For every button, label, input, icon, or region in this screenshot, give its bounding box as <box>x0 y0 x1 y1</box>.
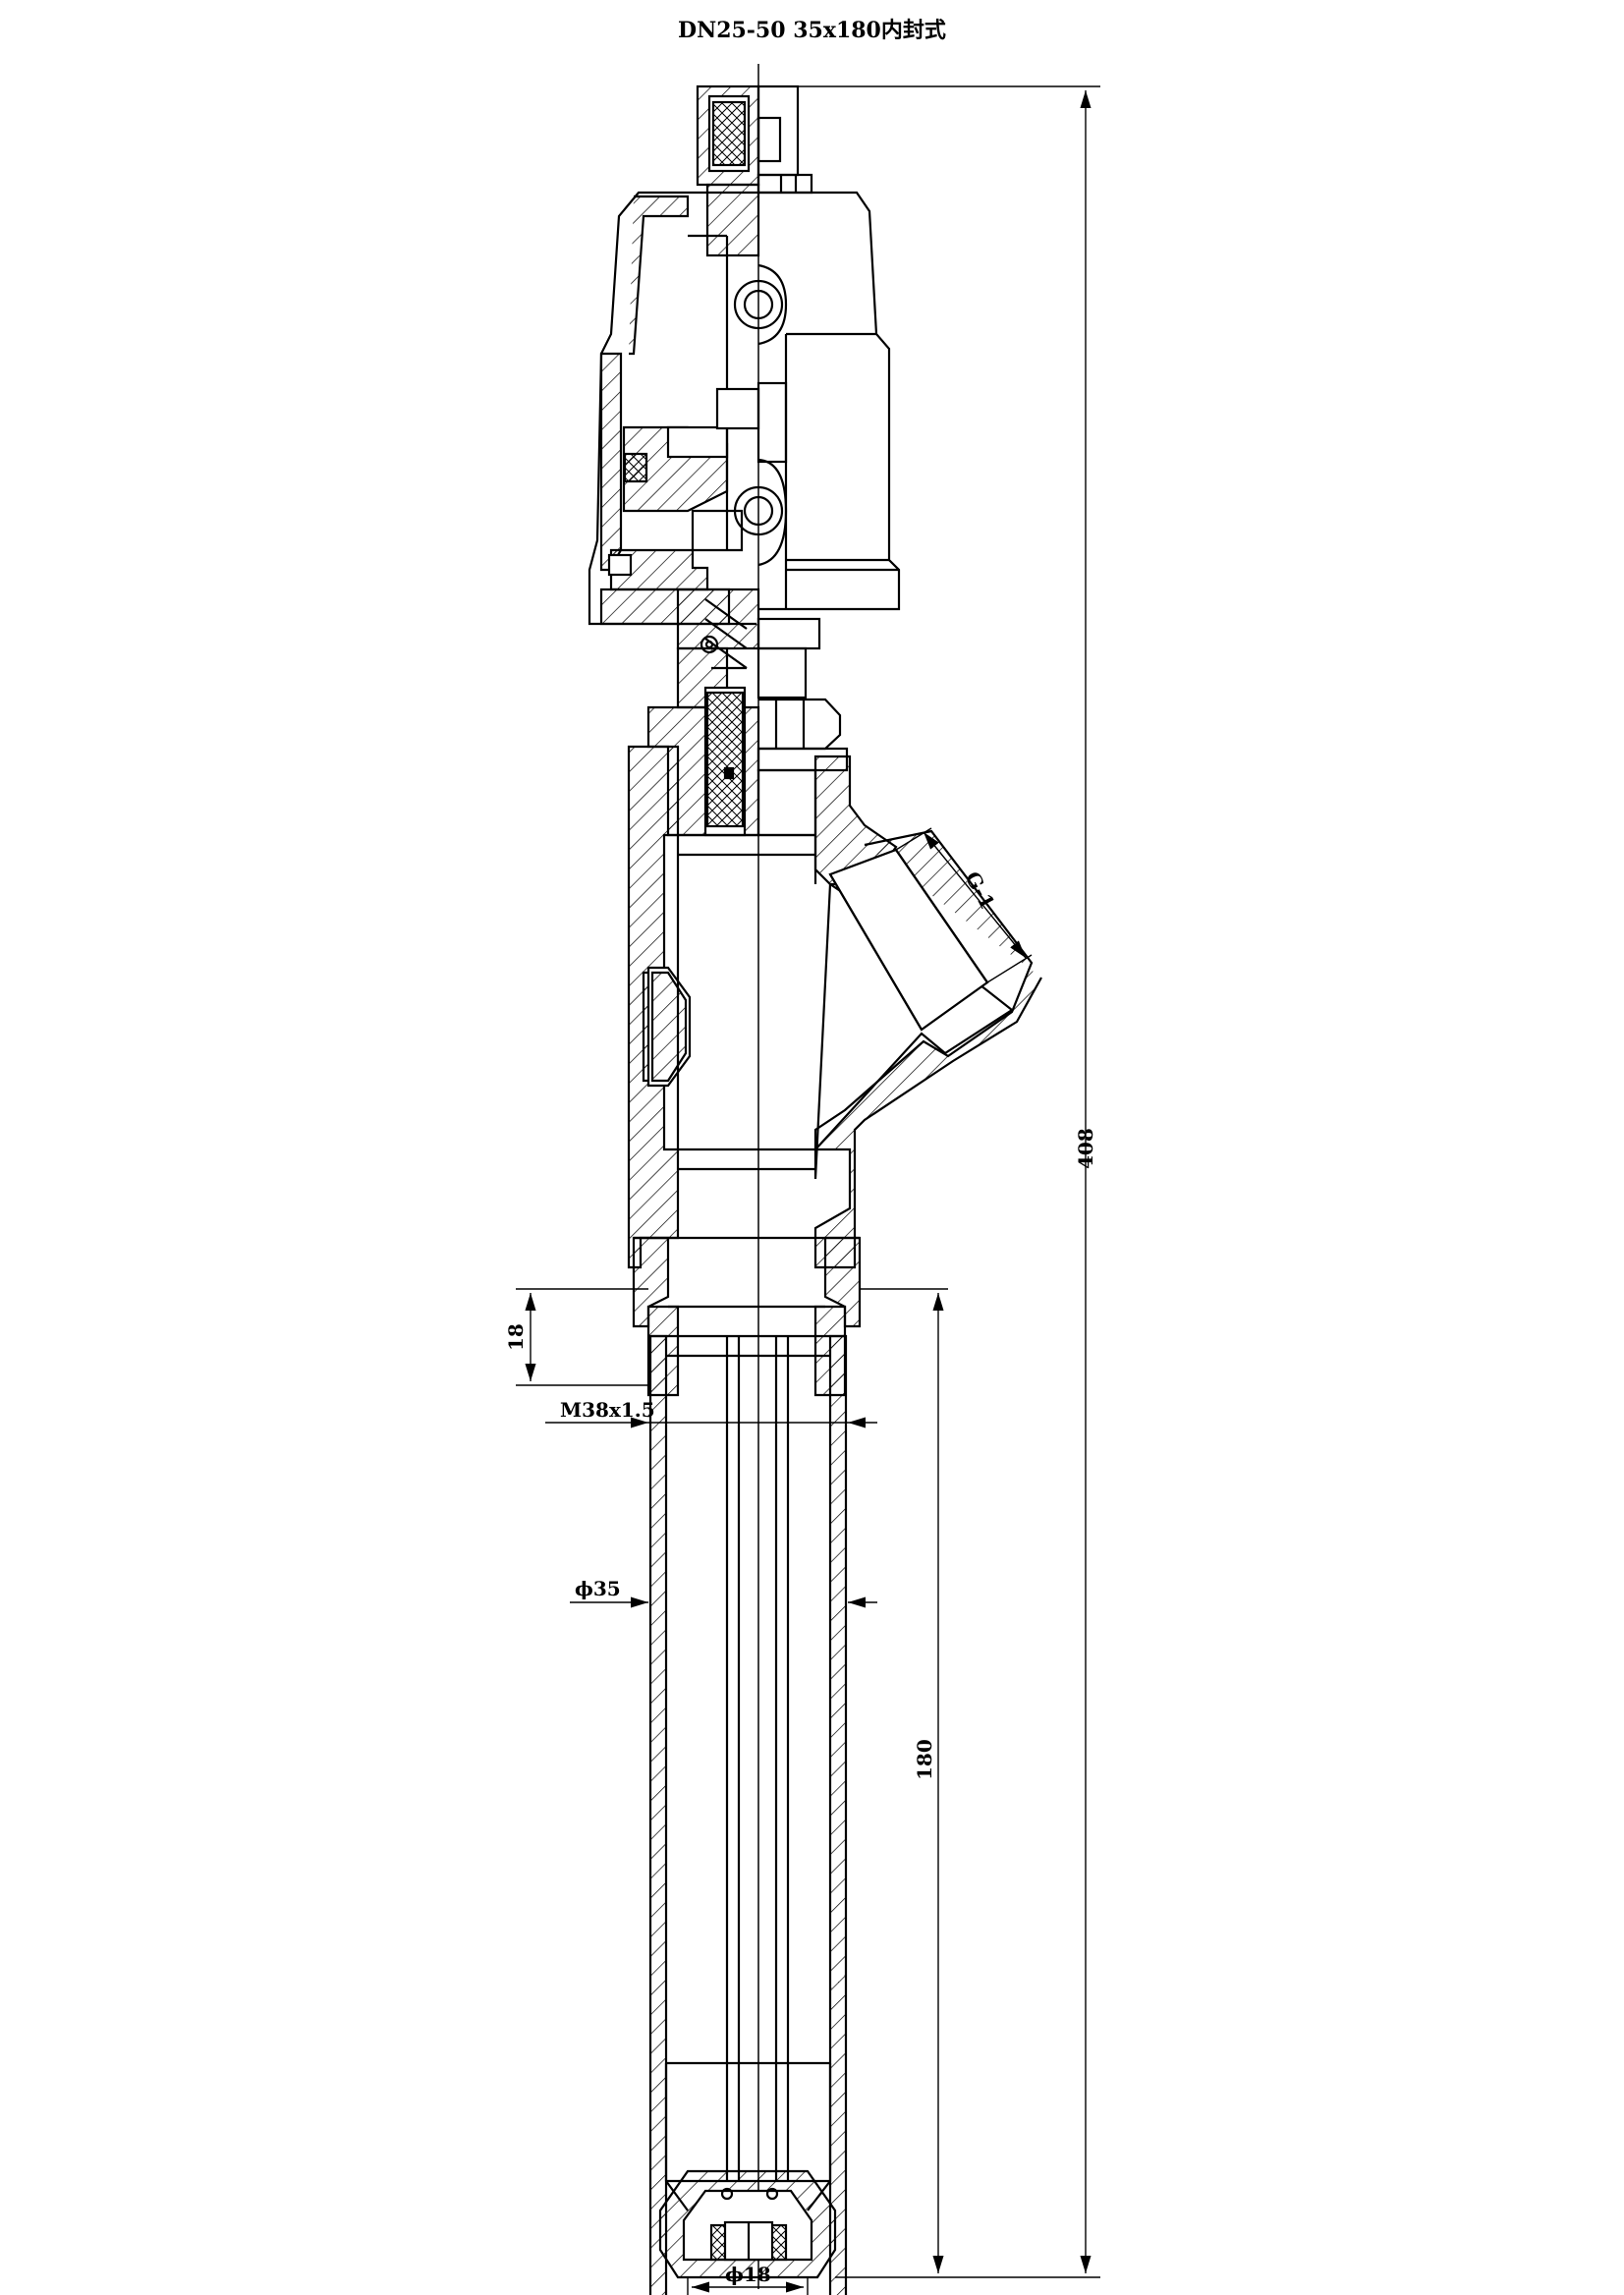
dim-tip-diameter: ϕ18 <box>725 2263 771 2286</box>
protection-tube <box>648 1334 848 2295</box>
valve-body <box>627 745 1042 1269</box>
dim-thread: M38x1.5 <box>560 1398 655 1422</box>
dim-thread-length: 18 <box>504 1323 528 1351</box>
dim-tube-diameter: ϕ35 <box>575 1577 621 1600</box>
mounting-hex <box>632 1236 862 1397</box>
top-connector <box>696 84 813 257</box>
dimension-lines <box>516 85 1100 2295</box>
sensor-tip <box>658 2169 837 2279</box>
actuator-housing <box>588 191 901 626</box>
spring-guide <box>676 588 821 709</box>
drawing-title: DN25-50 35x180内封式 <box>678 18 946 43</box>
dim-insertion-length: 180 <box>913 1739 936 1780</box>
dim-overall-height: 408 <box>1074 1128 1097 1169</box>
